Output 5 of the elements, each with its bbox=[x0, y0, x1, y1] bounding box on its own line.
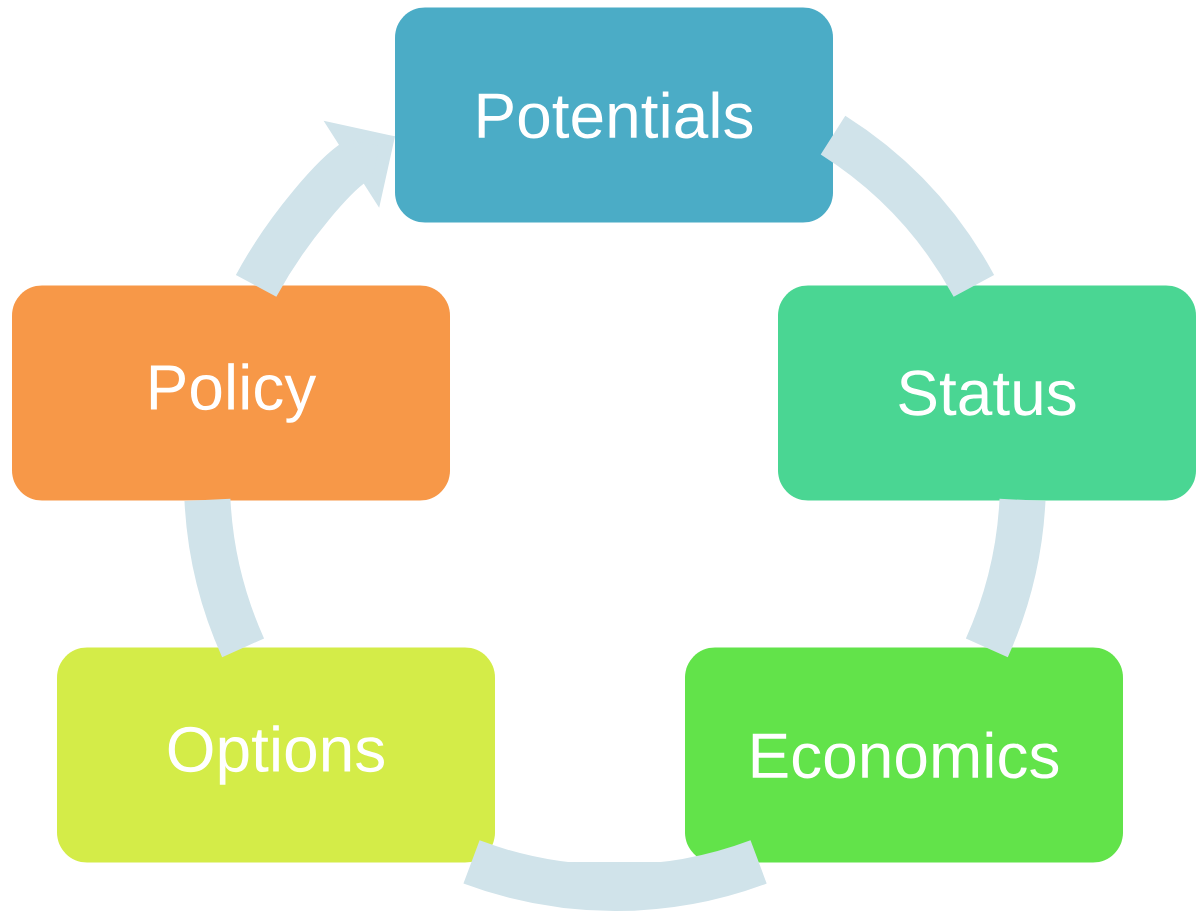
process-box: Potentials bbox=[395, 7, 833, 223]
process-box: Policy bbox=[12, 285, 450, 501]
process-box: Options bbox=[57, 647, 495, 863]
process-box: Status bbox=[778, 285, 1196, 501]
process-box: Economics bbox=[685, 647, 1123, 863]
